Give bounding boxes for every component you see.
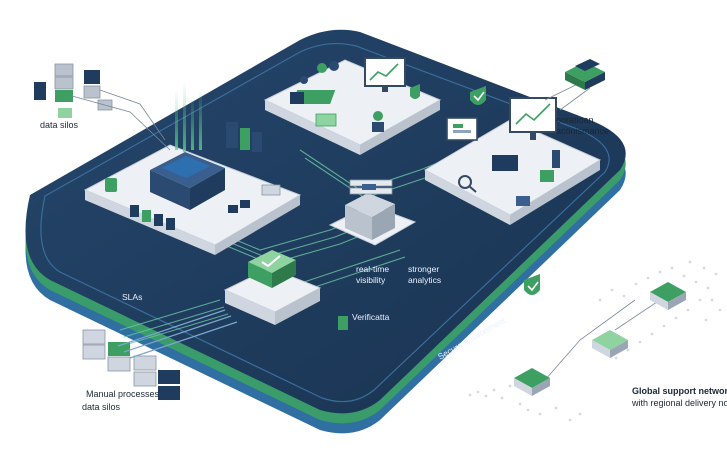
hub-server [328,179,417,246]
flow-arrows [117,309,238,359]
analytics-module [423,97,602,225]
shield-icon [470,86,540,295]
database-icon [82,329,180,400]
chart-icon [509,97,557,140]
label-realtime-1: real-time [356,264,389,274]
server-icon [150,152,225,210]
label-analytics-2: analytics [408,275,441,285]
server-module [83,82,302,255]
database-icon [34,63,113,118]
global-node [650,282,686,310]
global-node [592,330,628,358]
search-icon [458,175,477,193]
checkmark-icon [261,255,281,268]
database-icon [565,59,605,90]
label-verification: Verificatta [352,312,390,322]
label-slas: SLAs [122,292,142,302]
team-module [263,57,442,155]
label-global-title: Global support network [632,386,727,396]
verification-node [223,250,348,330]
label-data-silos-bottom: data silos [82,402,121,412]
label-realtime-2: visibility [356,275,386,285]
label-analytics-1: stronger [408,264,439,274]
label-data-silos-top: data silos [40,120,79,130]
monitor-icon [364,57,406,92]
globe-map-icon [468,260,722,422]
label-global-sub: with regional delivery nod [631,398,727,408]
global-node [514,368,550,396]
label-operation-bottom: aconismance [556,126,609,136]
label-operation-top: ooratioan [556,115,594,125]
label-manual-processes: Manual processes [86,389,160,399]
